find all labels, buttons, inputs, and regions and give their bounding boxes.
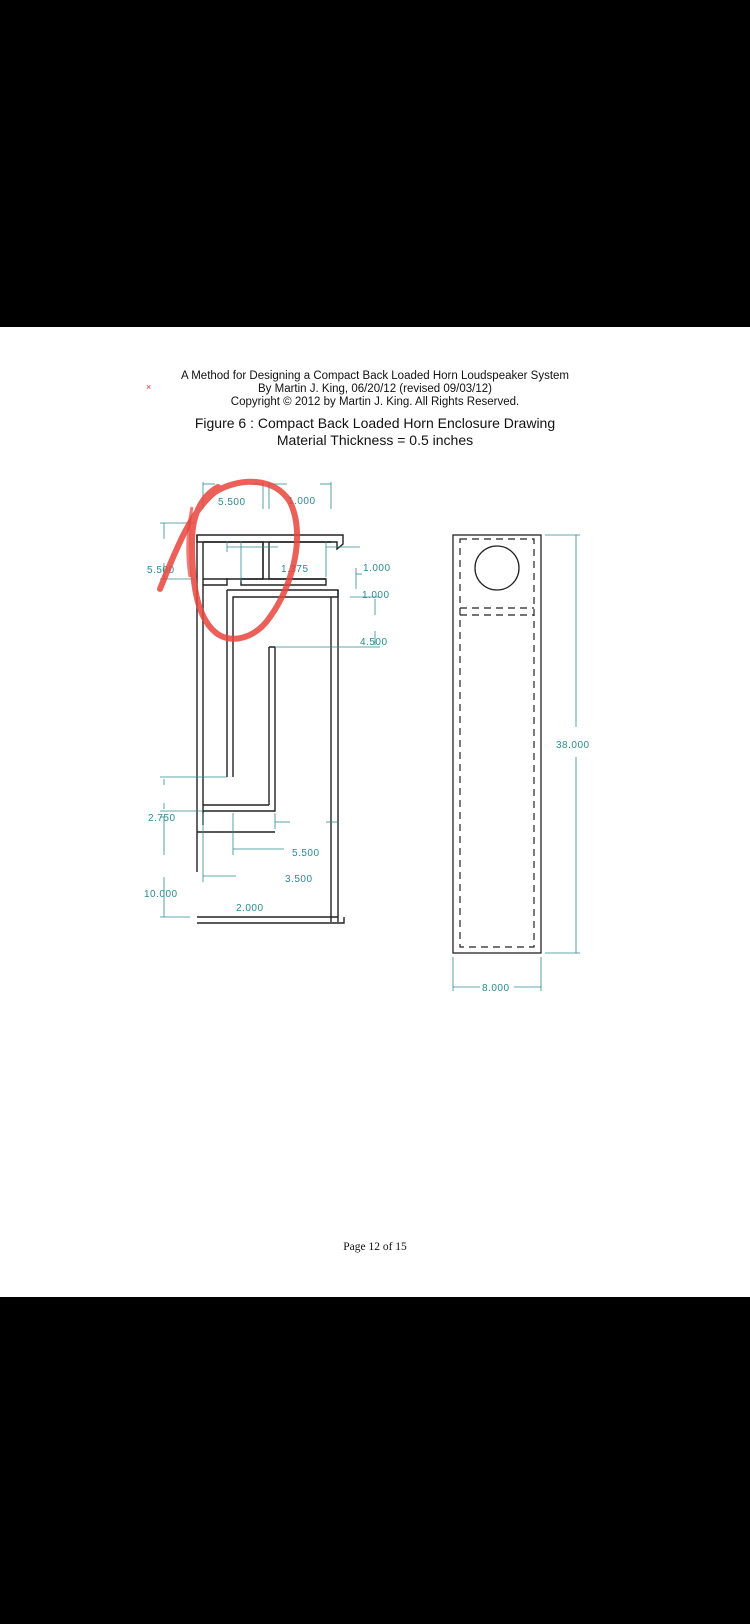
material-note: Material Thickness = 0.5 inches	[276, 432, 474, 448]
dim-label-gap-2: 1.000	[362, 590, 390, 601]
front-view	[452, 534, 542, 954]
dim-label-inner-width: 3.500	[285, 874, 313, 885]
header-title: A Method for Designing a Compact Back Lo…	[180, 370, 570, 382]
dim-label-throat: 4.500	[360, 637, 388, 648]
header-author: By Martin J. King, 06/20/12 (revised 09/…	[258, 383, 492, 395]
dim-label-top-left: 5.500	[218, 497, 246, 508]
side-section-view	[196, 534, 345, 924]
dim-label-gap-1: 1.000	[363, 563, 391, 574]
red-x-mark: ×	[146, 382, 152, 392]
header-copyright: Copyright © 2012 by Martin J. King. All …	[230, 396, 520, 408]
figure-title: Figure 6 : Compact Back Loaded Horn Encl…	[194, 415, 556, 431]
dim-label-total-height: 38.000	[556, 740, 590, 751]
dim-label-mouth-height: 10.000	[144, 889, 178, 900]
dim-label-fold-height: 2.750	[148, 813, 176, 824]
dim-label-wall-offset: 2.000	[236, 903, 264, 914]
dim-label-chamber-height: 5.500	[147, 565, 175, 576]
document-page: × A Method for Designing a Compact Back …	[0, 327, 750, 1297]
dim-label-top-right: 1.000	[288, 496, 316, 507]
dim-label-total-width: 8.000	[482, 983, 510, 994]
dim-label-fold-width: 5.500	[292, 848, 320, 859]
enclosure-drawing: 5.500 1.000 5.500 1.375 1.000 1.000 4.50…	[144, 478, 590, 994]
red-annotation-circle	[157, 478, 301, 642]
page-number: Page 12 of 15	[343, 1241, 407, 1253]
